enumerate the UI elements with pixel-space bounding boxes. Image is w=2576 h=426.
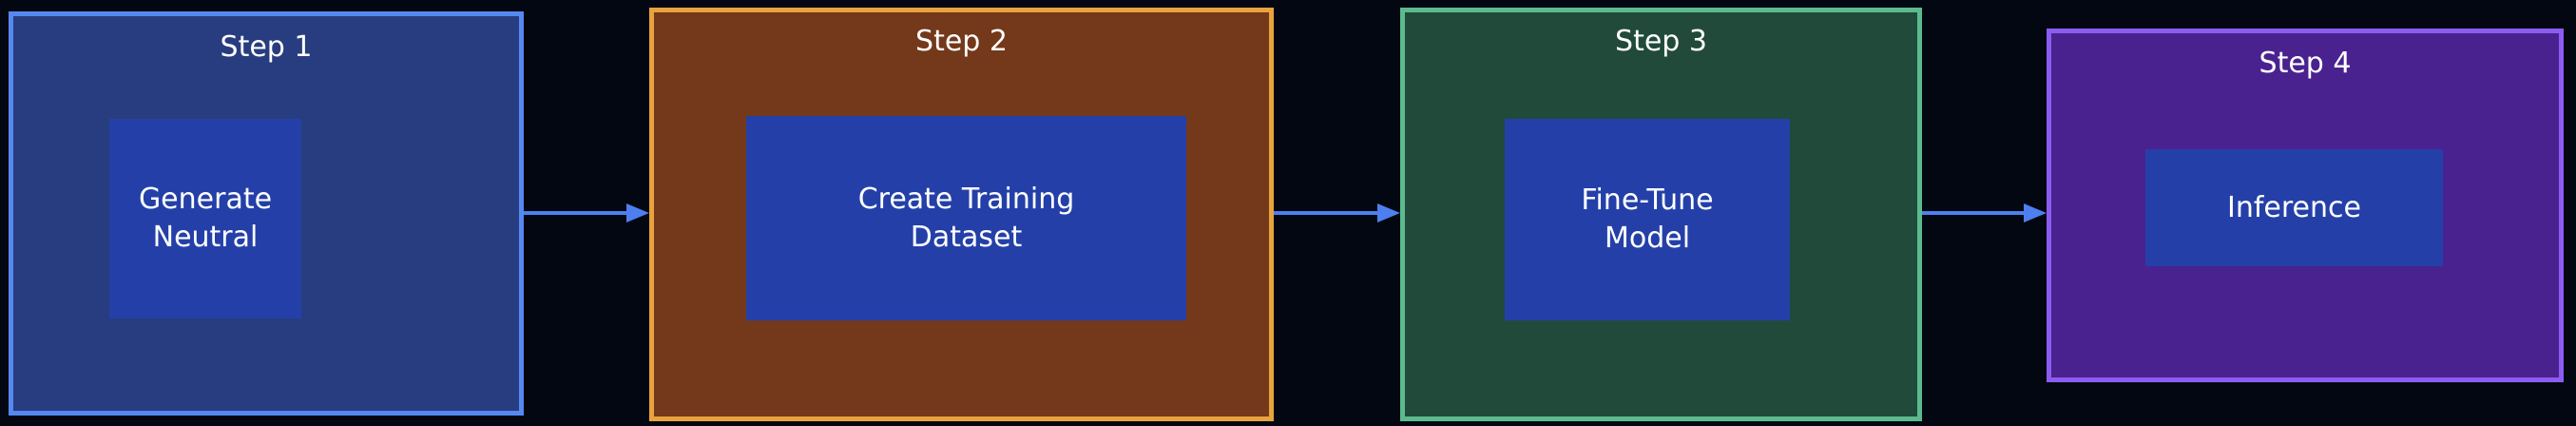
task-box-inference: Inference [2145, 149, 2443, 266]
step-group-2: Step 2 Create Training Dataset [649, 8, 1274, 421]
step-group-1: Step 1 Generate Neutral [9, 11, 524, 416]
step-group-4: Step 4 Inference [2047, 29, 2564, 382]
task-box-generate-neutral: Generate Neutral [109, 119, 301, 319]
step-title-2: Step 2 [915, 25, 1008, 58]
step-title-1: Step 1 [220, 30, 313, 64]
task-box-fine-tune-model: Fine-Tune Model [1505, 119, 1790, 320]
step-title-3: Step 3 [1615, 25, 1707, 58]
step-group-3: Step 3 Fine-Tune Model [1400, 8, 1922, 421]
task-label-1: Generate Neutral [138, 183, 273, 254]
task-label-2: Create Training Dataset [857, 182, 1075, 254]
arrow-step1-to-step2 [524, 203, 649, 223]
step-title-4: Step 4 [2259, 47, 2352, 80]
arrow-step3-to-step4 [1922, 203, 2047, 223]
arrow-step2-to-step3 [1274, 203, 1400, 223]
task-box-create-training-dataset: Create Training Dataset [746, 116, 1186, 320]
task-label-4: Inference [2227, 190, 2361, 224]
task-label-3: Fine-Tune Model [1581, 184, 1714, 255]
